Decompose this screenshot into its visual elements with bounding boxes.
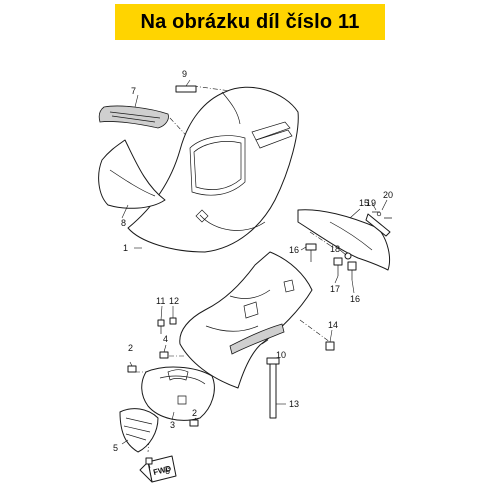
callout-11: 11 (156, 296, 165, 306)
callout-10: 10 (276, 350, 286, 360)
callout-1: 1 (123, 243, 128, 253)
lower-bowl-part (141, 366, 215, 421)
callout-9: 9 (182, 69, 187, 79)
callout-14: 14 (328, 320, 338, 330)
callout-20: 20 (383, 190, 393, 200)
callout-4: 4 (163, 334, 168, 344)
callout-16: 16 (350, 294, 360, 304)
callout-3: 3 (170, 420, 175, 430)
fwd-label: FWD (152, 464, 172, 477)
callout-19: 19 (366, 198, 376, 208)
leader-lines (121, 79, 388, 469)
callout-16: 16 (289, 245, 299, 255)
forward-arrow: FWD (139, 455, 177, 483)
callout-labels: 1 2 2 3 4 5 6 7 8 9 10 11 12 13 14 15 16… (113, 69, 393, 476)
title-text: Na obrázku díl číslo 11 (140, 10, 360, 33)
bar-part (175, 85, 197, 93)
long-bolt-part (266, 357, 280, 419)
callout-18: 18 (330, 244, 340, 254)
callout-15: 15 (359, 198, 369, 208)
callout-6: 6 (165, 466, 170, 476)
callout-7: 7 (131, 86, 136, 96)
title-banner: Na obrázku díl číslo 11 (115, 4, 385, 40)
side-fairing-part (98, 139, 166, 209)
callout-12: 12 (169, 296, 179, 306)
mesh-tray-part (119, 408, 159, 453)
grille-part (98, 105, 169, 129)
under-cover-part (179, 251, 313, 389)
callout-2: 2 (128, 343, 133, 353)
callout-17: 17 (330, 284, 340, 294)
fasteners (127, 317, 335, 465)
bracket-assembly (297, 209, 392, 280)
callout-8: 8 (121, 218, 126, 228)
callout-2: 2 (192, 408, 197, 418)
front-cowl-part (127, 86, 299, 253)
callout-13: 13 (289, 399, 299, 409)
callout-5: 5 (113, 443, 118, 453)
